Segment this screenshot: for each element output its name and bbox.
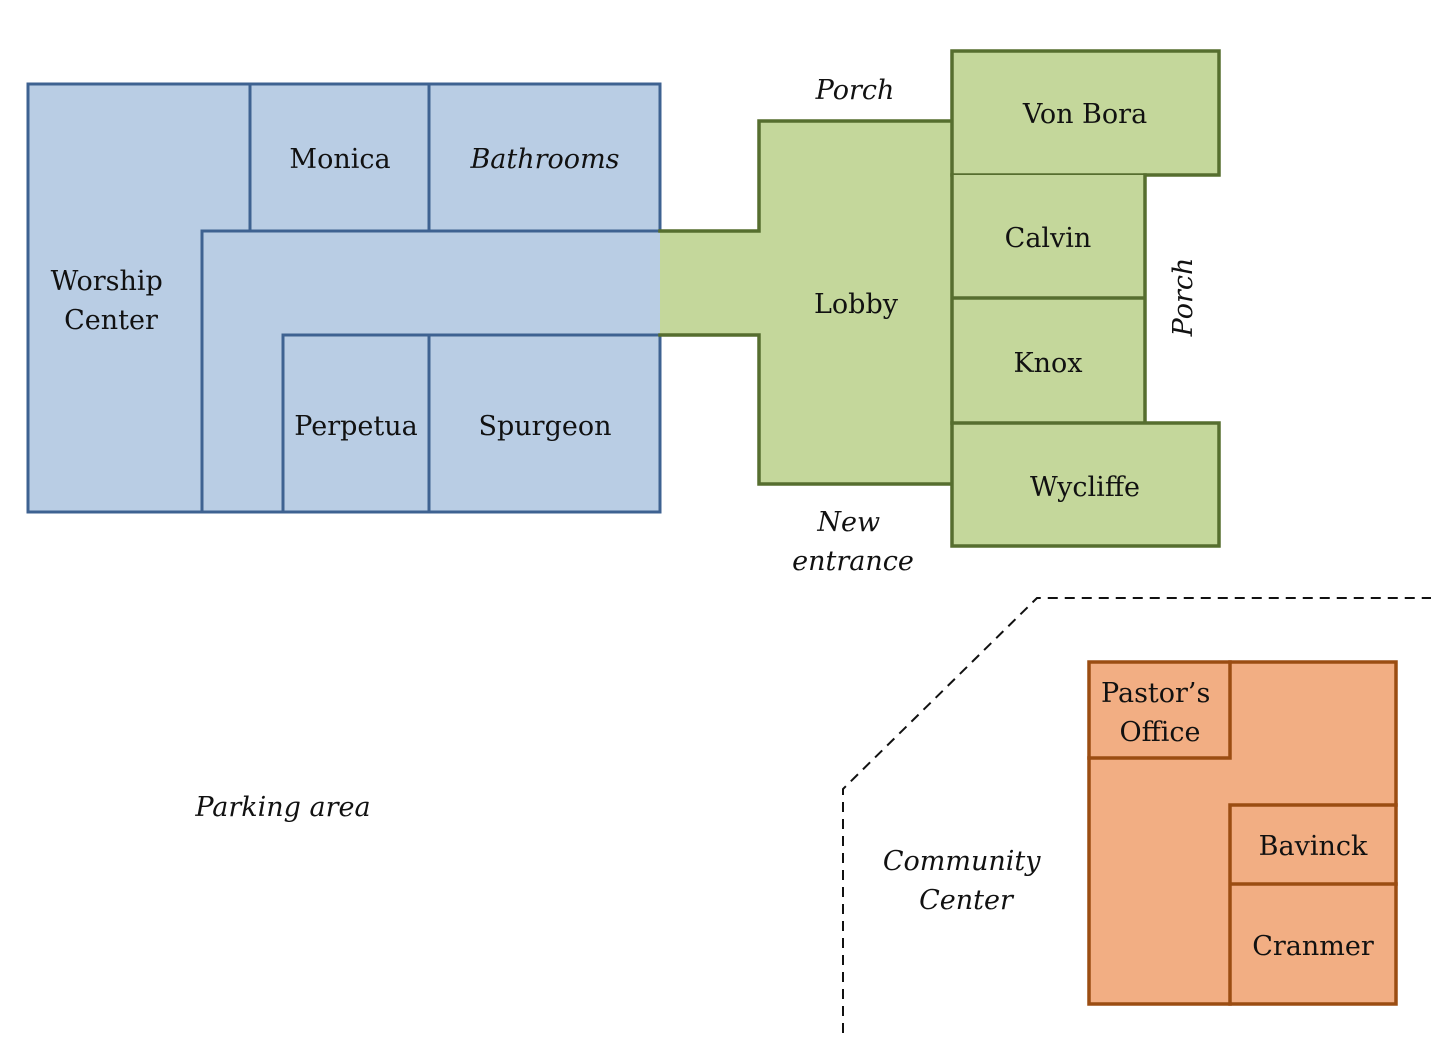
- community-center-boundary: [842, 597, 1431, 1033]
- room-knox: Knox: [1013, 348, 1082, 379]
- main-building-area: [28, 84, 660, 512]
- room-wycliffe: Wycliffe: [1030, 472, 1140, 503]
- room-calvin-box: [952, 175, 1145, 298]
- room-lobby: Lobby: [814, 289, 899, 320]
- room-spurgeon: Spurgeon: [479, 411, 612, 442]
- room-von-bora: Von Bora: [1022, 99, 1147, 130]
- label-porch-top: Porch: [815, 75, 895, 106]
- new-wing: Lobby Von Bora Calvin Knox Wycliffe Porc…: [658, 49, 1221, 577]
- room-knox-box: [952, 298, 1145, 423]
- calvin-knox-outline: [950, 173, 1147, 425]
- label-new-entrance: New entrance: [792, 507, 914, 577]
- room-monica: Monica: [289, 144, 390, 175]
- room-bathrooms: Bathrooms: [469, 144, 619, 175]
- room-wycliffe-box: [952, 423, 1219, 546]
- room-wycliffe-outline: [950, 421, 1221, 548]
- room-perpetua: Perpetua: [294, 411, 417, 442]
- community-center-outline: [1087, 660, 1398, 1006]
- label-parking-area: Parking area: [194, 792, 370, 823]
- community-center-area: [1089, 662, 1396, 1004]
- room-pastors-office: Pastor’s Office: [1101, 678, 1219, 748]
- perpetua-wall: [281, 333, 662, 514]
- room-cranmer: Cranmer: [1252, 931, 1374, 962]
- bavinck-cranmer-wall: [1228, 803, 1398, 1006]
- label-community-center: Community Center: [883, 846, 1049, 916]
- lobby-area: [660, 121, 952, 484]
- room-calvin: Calvin: [1005, 223, 1092, 254]
- worship-center-wall: [200, 229, 662, 514]
- community-center-building: Pastor’s Office Bavinck Cranmer: [1087, 660, 1398, 1006]
- pastors-office-wall: [1087, 660, 1232, 760]
- label-porch-side: Porch: [1168, 258, 1199, 338]
- room-von-bora-box: [952, 51, 1219, 175]
- main-building: Worship Center Monica Bathrooms Perpetua…: [26, 82, 662, 514]
- room-worship-center: Worship Center: [51, 266, 172, 336]
- main-building-outline: [26, 82, 662, 514]
- room-bavinck: Bavinck: [1259, 831, 1368, 862]
- lobby-outline: [658, 119, 954, 486]
